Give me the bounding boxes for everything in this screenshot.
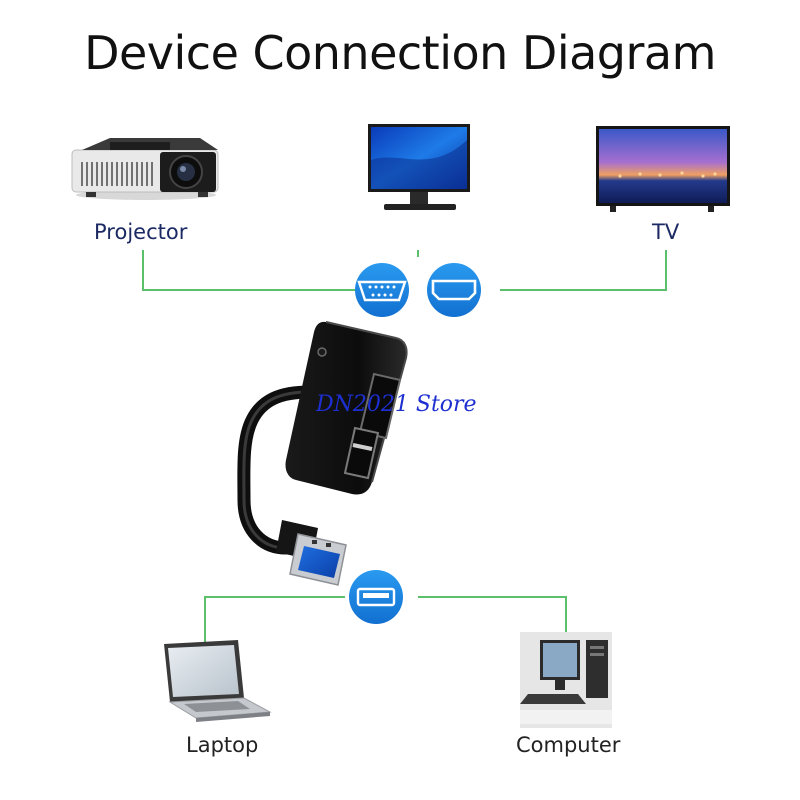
computer-line [418,596,567,632]
computer-label: Computer [516,733,621,757]
laptop-icon [164,640,272,722]
projector-icon [71,138,219,200]
adapter-image [237,321,408,586]
desktop-computer-icon [520,632,612,728]
monitor-icon [368,124,470,210]
projector-label: Projector [94,220,188,244]
projector-line [142,250,356,291]
tv-icon [596,126,730,212]
vga-port-icon [355,263,409,317]
tv-label: TV [652,220,680,244]
tv-line [500,250,667,291]
laptop-line [204,596,345,645]
hdmi-port-icon [427,263,481,317]
diagram-title: Device Connection Diagram [84,26,716,80]
usb-port-icon [349,570,403,624]
connection-lines [142,250,667,645]
store-watermark: DN2021 Store [316,392,477,417]
laptop-label: Laptop [186,733,259,757]
